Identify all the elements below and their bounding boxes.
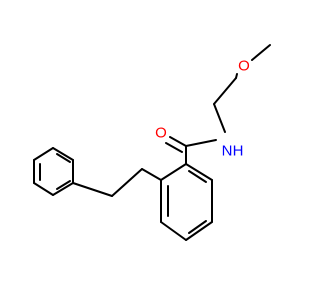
bond: [160, 163, 187, 181]
double-bond-inner: [188, 170, 207, 183]
bond: [111, 168, 143, 197]
bond: [185, 139, 217, 147]
bond: [251, 44, 271, 61]
phenyl-ring: [33, 147, 74, 196]
atom-nitrogen-amide: N H: [222, 143, 244, 160]
bond: [185, 221, 213, 241]
carbonyl-double-bond: [169, 136, 187, 147]
benzamide-ring: [160, 163, 213, 241]
bond: [72, 182, 113, 197]
bond: [185, 163, 213, 181]
bond: [213, 103, 226, 133]
molecule-structure-diagram: O N H O: [33, 44, 271, 241]
carbonyl-double-bond: [165, 142, 183, 153]
atom-oxygen-carbonyl: O: [155, 125, 167, 142]
atom-label-n: N: [222, 143, 233, 160]
double-bond-inner: [56, 180, 71, 190]
bond: [160, 221, 187, 241]
bond: [52, 147, 74, 161]
double-bond-inner: [56, 153, 71, 163]
bond: [52, 182, 74, 196]
bond: [33, 147, 54, 161]
bond: [235, 73, 238, 79]
atom-label-h: H: [233, 143, 244, 160]
atom-label-o-carbonyl: O: [155, 125, 167, 142]
double-bond-inner: [188, 220, 207, 234]
atom-label-o-ether: O: [238, 58, 250, 75]
bond: [141, 168, 162, 181]
bond: [33, 182, 54, 196]
bond: [213, 77, 237, 105]
atom-oxygen-ether: O: [238, 58, 250, 75]
